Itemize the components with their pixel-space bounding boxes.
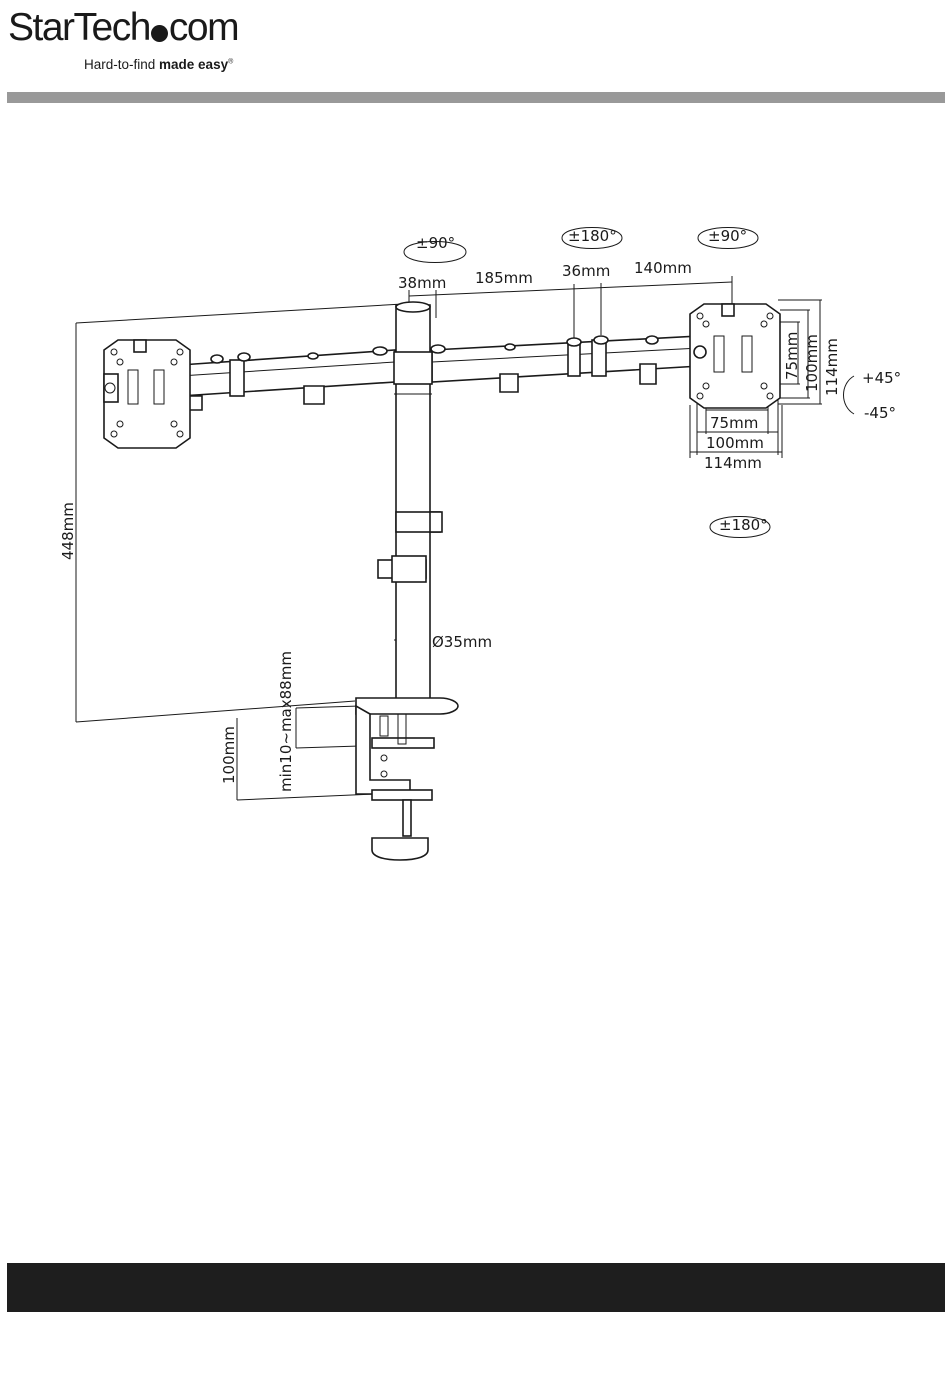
dim-plate-114-horizontal: 114mm [704, 454, 762, 472]
left-vesa-plate [104, 340, 190, 448]
dim-185mm: 185mm [475, 269, 533, 287]
tilt-down-label: -45° [864, 404, 896, 422]
head-rotation-label: ±180° [719, 516, 768, 534]
left-swivel-label: ±90° [416, 234, 455, 252]
right-swivel-label: ±90° [708, 227, 747, 245]
footer-bar [7, 1263, 945, 1312]
dual-arm [180, 336, 700, 410]
dim-448mm: 448mm [59, 502, 77, 560]
dim-clamp-100mm: 100mm [220, 726, 238, 784]
dim-36mm: 36mm [562, 262, 610, 280]
right-vesa-plate [690, 304, 780, 408]
dim-38mm: 38mm [398, 274, 446, 292]
dim-vesa-100-vertical: 100mm [803, 334, 821, 392]
rotation-indicators [404, 228, 854, 538]
dim-clamp-range: min10~max88mm [277, 651, 295, 792]
dim-vesa-75-horizontal: 75mm [710, 414, 758, 432]
dim-pole-diameter: Ø35mm [432, 633, 492, 651]
dim-plate-114-vertical: 114mm [823, 338, 841, 396]
tilt-arrow-icon [844, 376, 855, 414]
dim-vesa-100-horizontal: 100mm [706, 434, 764, 452]
desk-clamp [356, 698, 458, 860]
mid-swivel-label: ±180° [568, 227, 617, 245]
dim-140mm: 140mm [634, 259, 692, 277]
tilt-up-label: +45° [862, 369, 901, 387]
dim-vesa-75-vertical: 75mm [783, 332, 801, 380]
